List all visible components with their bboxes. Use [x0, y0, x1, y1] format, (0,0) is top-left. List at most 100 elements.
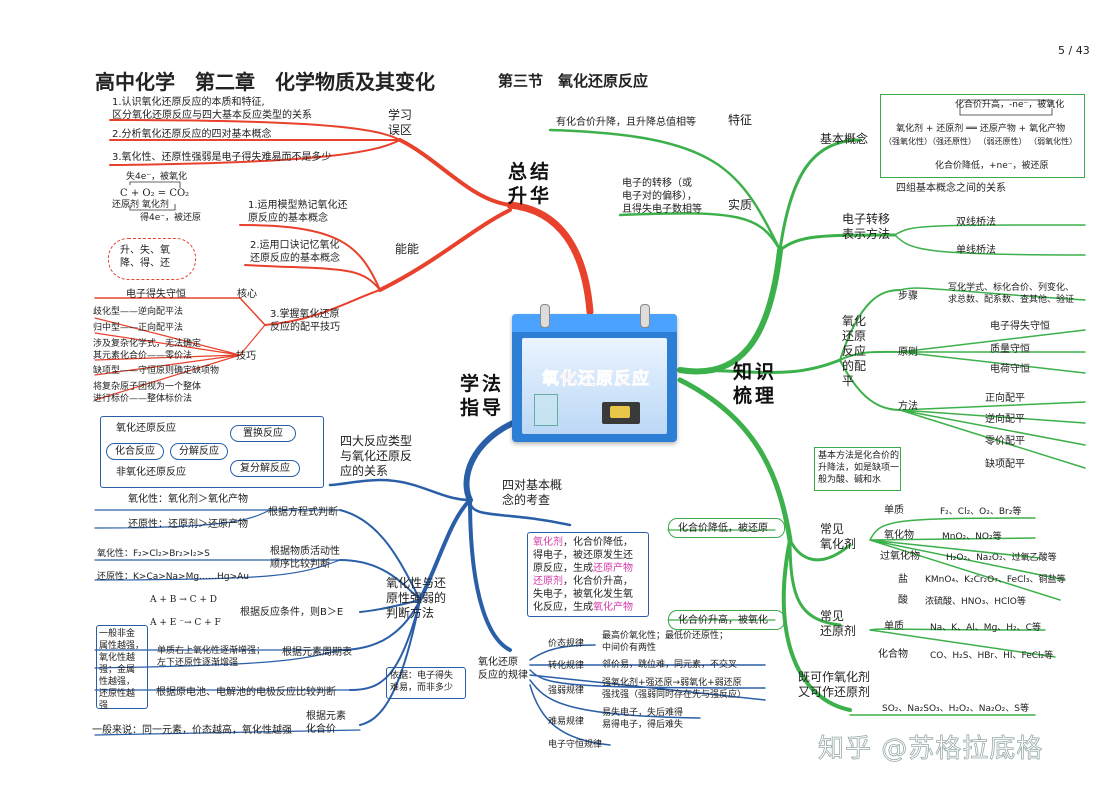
both-items: SO₂、Na₂SO₃、H₂O₂、Na₂O₂、S等: [882, 704, 1029, 714]
principle-item: 质量守恒: [990, 344, 1030, 355]
replace-pill: 置换反应: [230, 425, 296, 442]
law-val: 邻价易，跳位难，同元素，不交叉: [602, 660, 738, 670]
transfer-item: 单线桥法: [956, 245, 996, 256]
center-label: 氧化还原反应: [542, 369, 650, 390]
basic-box-top: 化合价升高，-ne⁻，被氧化: [955, 100, 1065, 110]
judge-eq-label: 根据方程式判断: [268, 507, 338, 518]
basic-concept-box: [880, 94, 1085, 178]
judge-cond2: A + E ⁻→ C + F: [150, 618, 221, 628]
principle-item: 电荷守恒: [990, 364, 1030, 375]
trick-item: 涉及复杂化学式，无法确定 其元素化合价——零价法: [93, 339, 202, 361]
judge-act-label: 根据物质活动性 顺序比较判断: [270, 546, 340, 570]
tricks-label: 技巧: [236, 351, 256, 362]
ring-icon: [540, 304, 550, 328]
decomp-pill: 分解反应: [170, 443, 228, 460]
concept-text-part: ，化合价降低， 得电子，被还原发生还 原反应，生成: [533, 537, 633, 574]
concept-text-part: 还原产物: [593, 563, 633, 574]
center-calendar-icon: 氧化还原反应: [512, 304, 677, 442]
balance-note: 基本方法是化合价的 升降法，如是缺项一 般为酸、碱和水: [818, 451, 900, 485]
metal-note-box: [96, 625, 148, 709]
beaker-icon: [534, 394, 558, 426]
balance-method: 逆向配平: [985, 414, 1025, 425]
watermark: 知乎 @苏格拉底格: [818, 734, 1044, 765]
metal-note: 一般非金 属性越强， 氧化性越 强；金属 性越强， 还原性越 强: [99, 629, 145, 711]
basic-box-row2: （强氧化性）（强还原性） （弱还原性） （弱氧化性）: [884, 137, 1078, 146]
law-val: 易失电子，失后难得 易得电子，得后难失: [602, 708, 684, 730]
principle-item: 电子得失守恒: [990, 321, 1050, 332]
ability-title: 能能: [395, 242, 420, 256]
trick-item: 归中型——正向配平法: [93, 323, 184, 333]
trick-item: 将复杂原子团视为一个整体 进行标价——整体标价法: [93, 382, 202, 404]
equation-bottom: 得4e⁻，被还原: [140, 213, 202, 223]
judge-act1: 氧化性：F₂>Cl₂>Br₂>I₂>S: [97, 549, 210, 559]
oxidant-key: 酸: [898, 595, 908, 606]
steps-label: 步骤: [898, 291, 918, 302]
mnemonic-cloud: [108, 238, 196, 280]
judge-cond-label: 根据反应条件，则B＞E: [240, 607, 344, 618]
arrow-hand-icon: [668, 518, 785, 538]
trick-item: 缺项型——守恒原则确定缺项物: [93, 366, 220, 376]
four-types-box: [100, 416, 324, 488]
equation-roles: 还原剂 氧化剂: [112, 200, 169, 210]
ability-item: 2.运用口诀记忆氧化 还原反应的基本概念: [250, 240, 340, 264]
meter-icon: [602, 402, 640, 424]
concept-text-part: 氧化产物: [593, 602, 633, 613]
page-title: 高中化学 第二章 化学物质及其变化: [95, 70, 435, 94]
judge-table-label: 根据元素周期表: [282, 647, 352, 658]
reductant-key: 单质: [884, 621, 904, 632]
concept-text-part: ，化合价升高， 失电子，被氧化发生氧 化反应，生成: [533, 576, 633, 613]
combo-pill: 化合反应: [106, 443, 164, 460]
law-key: 强弱规律: [548, 686, 585, 696]
four-concepts-text: 氧化剂，化合价降低， 得电子，被还原发生还 原反应，生成还原产物 还原剂，化合价…: [533, 536, 633, 614]
learn-mistakes-title: 学习 误区: [388, 108, 413, 137]
judge-valence-desc: 一般来说：同一元素，价态越高，氧化性越强: [92, 725, 292, 736]
basic-box-bottom: 化合价降低，+ne⁻，被还原: [935, 161, 1049, 171]
redox-label: 氧化还原反应: [116, 423, 176, 434]
basis-note-box: [386, 667, 466, 699]
mistake-item: 3.氧化性、还原性强弱是电子得失难易而不是多少: [112, 152, 332, 163]
mistake-item: 1.认识氧化还原反应的本质和特征, 区分氧化还原反应与四大基本反应类型的关系: [112, 97, 312, 121]
ability-item: 3.掌握氧化还原 反应的配平技巧: [270, 309, 340, 333]
branch-knowledge: 知识 梳理: [733, 361, 778, 407]
judge-table-desc: 单质右上氧化性逐渐增强； 左下还原性逐渐增强: [157, 646, 266, 668]
oxidant-key: 氧化物: [884, 530, 914, 541]
basis-note: 依据：电子得失 难易，而非多少: [390, 671, 454, 693]
judge-valence-label: 根据元素 化合价: [306, 711, 346, 735]
branch-summary: 总结 升华: [508, 161, 553, 207]
trick-item: 歧化型——逆向配平法: [93, 307, 184, 317]
page-number: 5 / 43: [1058, 44, 1090, 57]
oxidant-key: 单质: [884, 505, 904, 516]
four-concepts-box: [527, 532, 649, 617]
essence-desc: 电子的转移（或 电子对的偏移）， 且得失电子数相等: [622, 178, 702, 215]
law-key: 转化规律: [548, 661, 585, 671]
oxidant-val: F₂、Cl₂、O₂、Br₂等: [940, 507, 1022, 517]
judge-cond1: A + B → C + D: [150, 595, 218, 605]
oxidant-val: 浓硫酸、HNO₃、HClO等: [925, 597, 1026, 607]
basic-concept-label: 基本概念: [820, 132, 869, 146]
core-label: 核心: [237, 289, 257, 300]
branch-method: 学法 指导: [460, 373, 505, 419]
judge-label: 氧化性与还 原性强弱的 判断方法: [386, 576, 447, 620]
oxidant-val: H₂O₂、Na₂O₂、过氧乙酸等: [946, 553, 1057, 563]
reductants-arrow: 化合价升高，被氧化: [678, 615, 768, 626]
four-types-label: 四大反应类型 与氧化还原反 应的关系: [340, 434, 413, 478]
law-key: 电子守恒规律: [548, 740, 603, 750]
law-key: 价态规律: [548, 639, 585, 649]
judge-eq2: 还原性：还原剂＞还原产物: [128, 519, 248, 530]
balance-method: 正向配平: [985, 393, 1025, 404]
oxidant-key: 过氧化物: [880, 551, 920, 562]
both-label: 既可作氧化剂 又可作还原剂: [798, 670, 871, 699]
core-item: 电子得失守恒: [126, 289, 186, 300]
concept-text-part: 还原剂: [533, 576, 563, 587]
concept-text-part: 氧化剂: [533, 537, 563, 548]
mistake-item: 2.分析氧化还原反应的四对基本概念: [112, 129, 272, 140]
ring-icon: [640, 304, 650, 328]
judge-act2: 还原性：K>Ca>Na>Mg……Hg>Au: [97, 572, 249, 582]
mnemonic-text: 升、失、氧 降、得、还: [120, 245, 170, 269]
section-title: 第三节 氧化还原反应: [498, 72, 649, 90]
law-val: 最高价氧化性；最低价还原性； 中间价有两性: [602, 631, 729, 653]
oxidant-val: KMnO₄、K₂Cr₂O₇、FeCl₃、铜盐等: [925, 575, 1066, 585]
transfer-item: 双线桥法: [956, 217, 996, 228]
nonredox-label: 非氧化还原反应: [116, 467, 186, 478]
